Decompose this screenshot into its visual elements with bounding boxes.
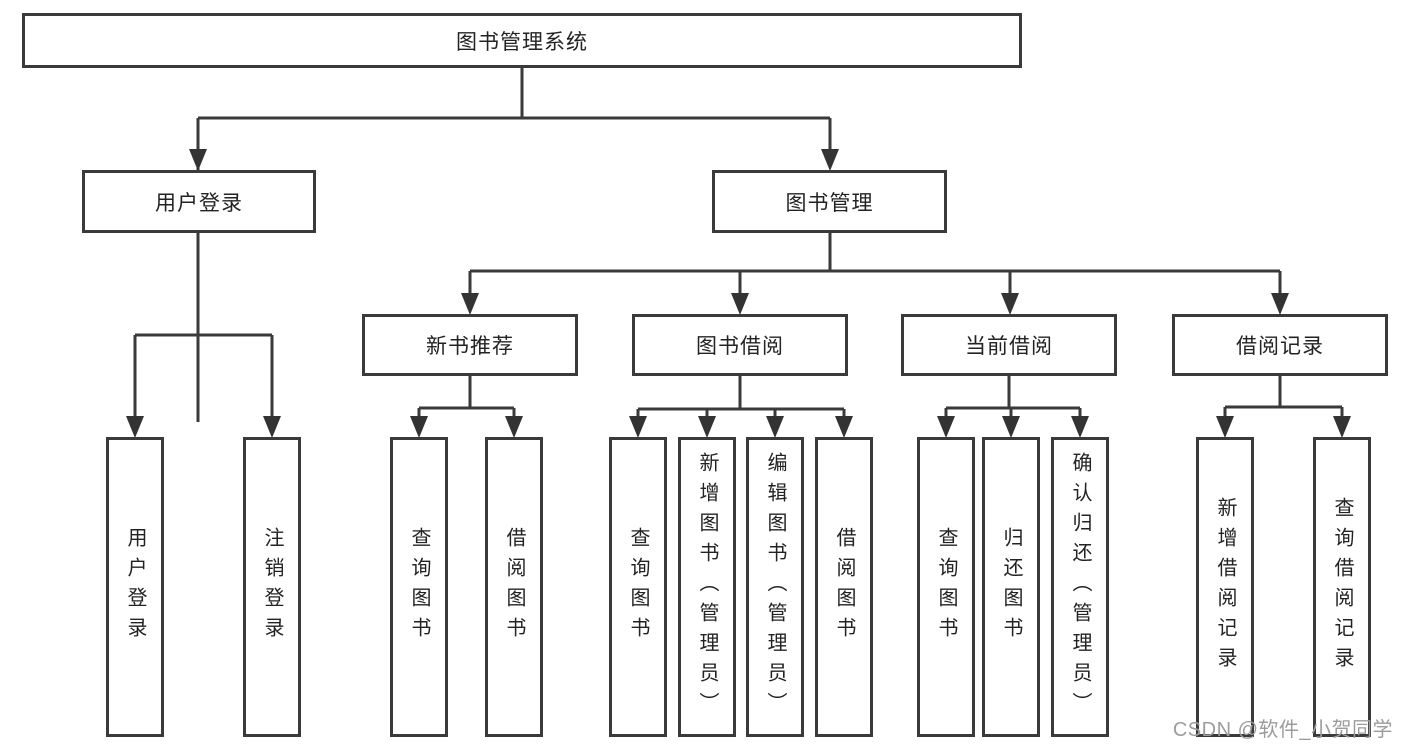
node-label: 用户登录 bbox=[155, 191, 243, 215]
node-borrowing-records: 借阅记录 bbox=[1172, 314, 1388, 376]
leaf-edit-books-admin: 编辑图书（管理员） bbox=[746, 437, 804, 737]
node-book-borrowing: 图书借阅 bbox=[632, 314, 848, 376]
leaf-return-books: 归还图书 bbox=[982, 437, 1040, 737]
leaf-query-borrow-record: 查询借阅记录 bbox=[1313, 437, 1371, 737]
leaf-borrow-books-recommend: 借阅图书 bbox=[485, 437, 543, 737]
leaf-confirm-return-admin: 确认归还（管理员） bbox=[1051, 437, 1109, 737]
leaf-logout: 注销登录 bbox=[243, 437, 301, 737]
leaf-label: 新增图书（管理员） bbox=[696, 452, 718, 722]
leaf-label: 查询借阅记录 bbox=[1331, 497, 1353, 677]
node-label: 当前借阅 bbox=[965, 335, 1053, 358]
leaf-query-books-recommend: 查询图书 bbox=[390, 437, 448, 737]
leaf-label: 编辑图书（管理员） bbox=[764, 452, 786, 722]
leaf-label: 用户登录 bbox=[124, 527, 146, 647]
leaf-label: 查询图书 bbox=[627, 527, 649, 647]
node-new-book-recommendation: 新书推荐 bbox=[362, 314, 578, 376]
node-label: 新书推荐 bbox=[426, 335, 514, 358]
leaf-label: 确认归还（管理员） bbox=[1069, 452, 1091, 722]
arrowhead-icons bbox=[126, 149, 1351, 438]
leaf-user-login: 用户登录 bbox=[106, 437, 164, 737]
leaf-add-borrow-record: 新增借阅记录 bbox=[1196, 437, 1254, 737]
leaf-label: 借阅图书 bbox=[503, 527, 525, 647]
node-library-management-system: 图书管理系统 bbox=[22, 13, 1022, 68]
node-current-borrowing: 当前借阅 bbox=[901, 314, 1117, 376]
leaf-label: 新增借阅记录 bbox=[1214, 497, 1236, 677]
csdn-watermark: CSDN @软件_小贺同学 bbox=[1172, 719, 1393, 741]
leaf-borrow-books: 借阅图书 bbox=[815, 437, 873, 737]
node-user-login: 用户登录 bbox=[82, 170, 316, 233]
node-label: 图书借阅 bbox=[696, 335, 784, 358]
leaf-label: 借阅图书 bbox=[833, 527, 855, 647]
node-label: 图书管理系统 bbox=[456, 30, 588, 54]
node-label: 借阅记录 bbox=[1236, 335, 1324, 358]
leaf-query-books-current: 查询图书 bbox=[917, 437, 975, 737]
leaf-query-books-borrow: 查询图书 bbox=[609, 437, 667, 737]
leaf-label: 归还图书 bbox=[1000, 527, 1022, 647]
leaf-label: 查询图书 bbox=[408, 527, 430, 647]
leaf-add-books-admin: 新增图书（管理员） bbox=[678, 437, 736, 737]
leaf-label: 注销登录 bbox=[261, 527, 283, 647]
node-label: 图书管理 bbox=[785, 191, 874, 215]
leaf-label: 查询图书 bbox=[935, 527, 957, 647]
node-book-management: 图书管理 bbox=[712, 170, 947, 233]
